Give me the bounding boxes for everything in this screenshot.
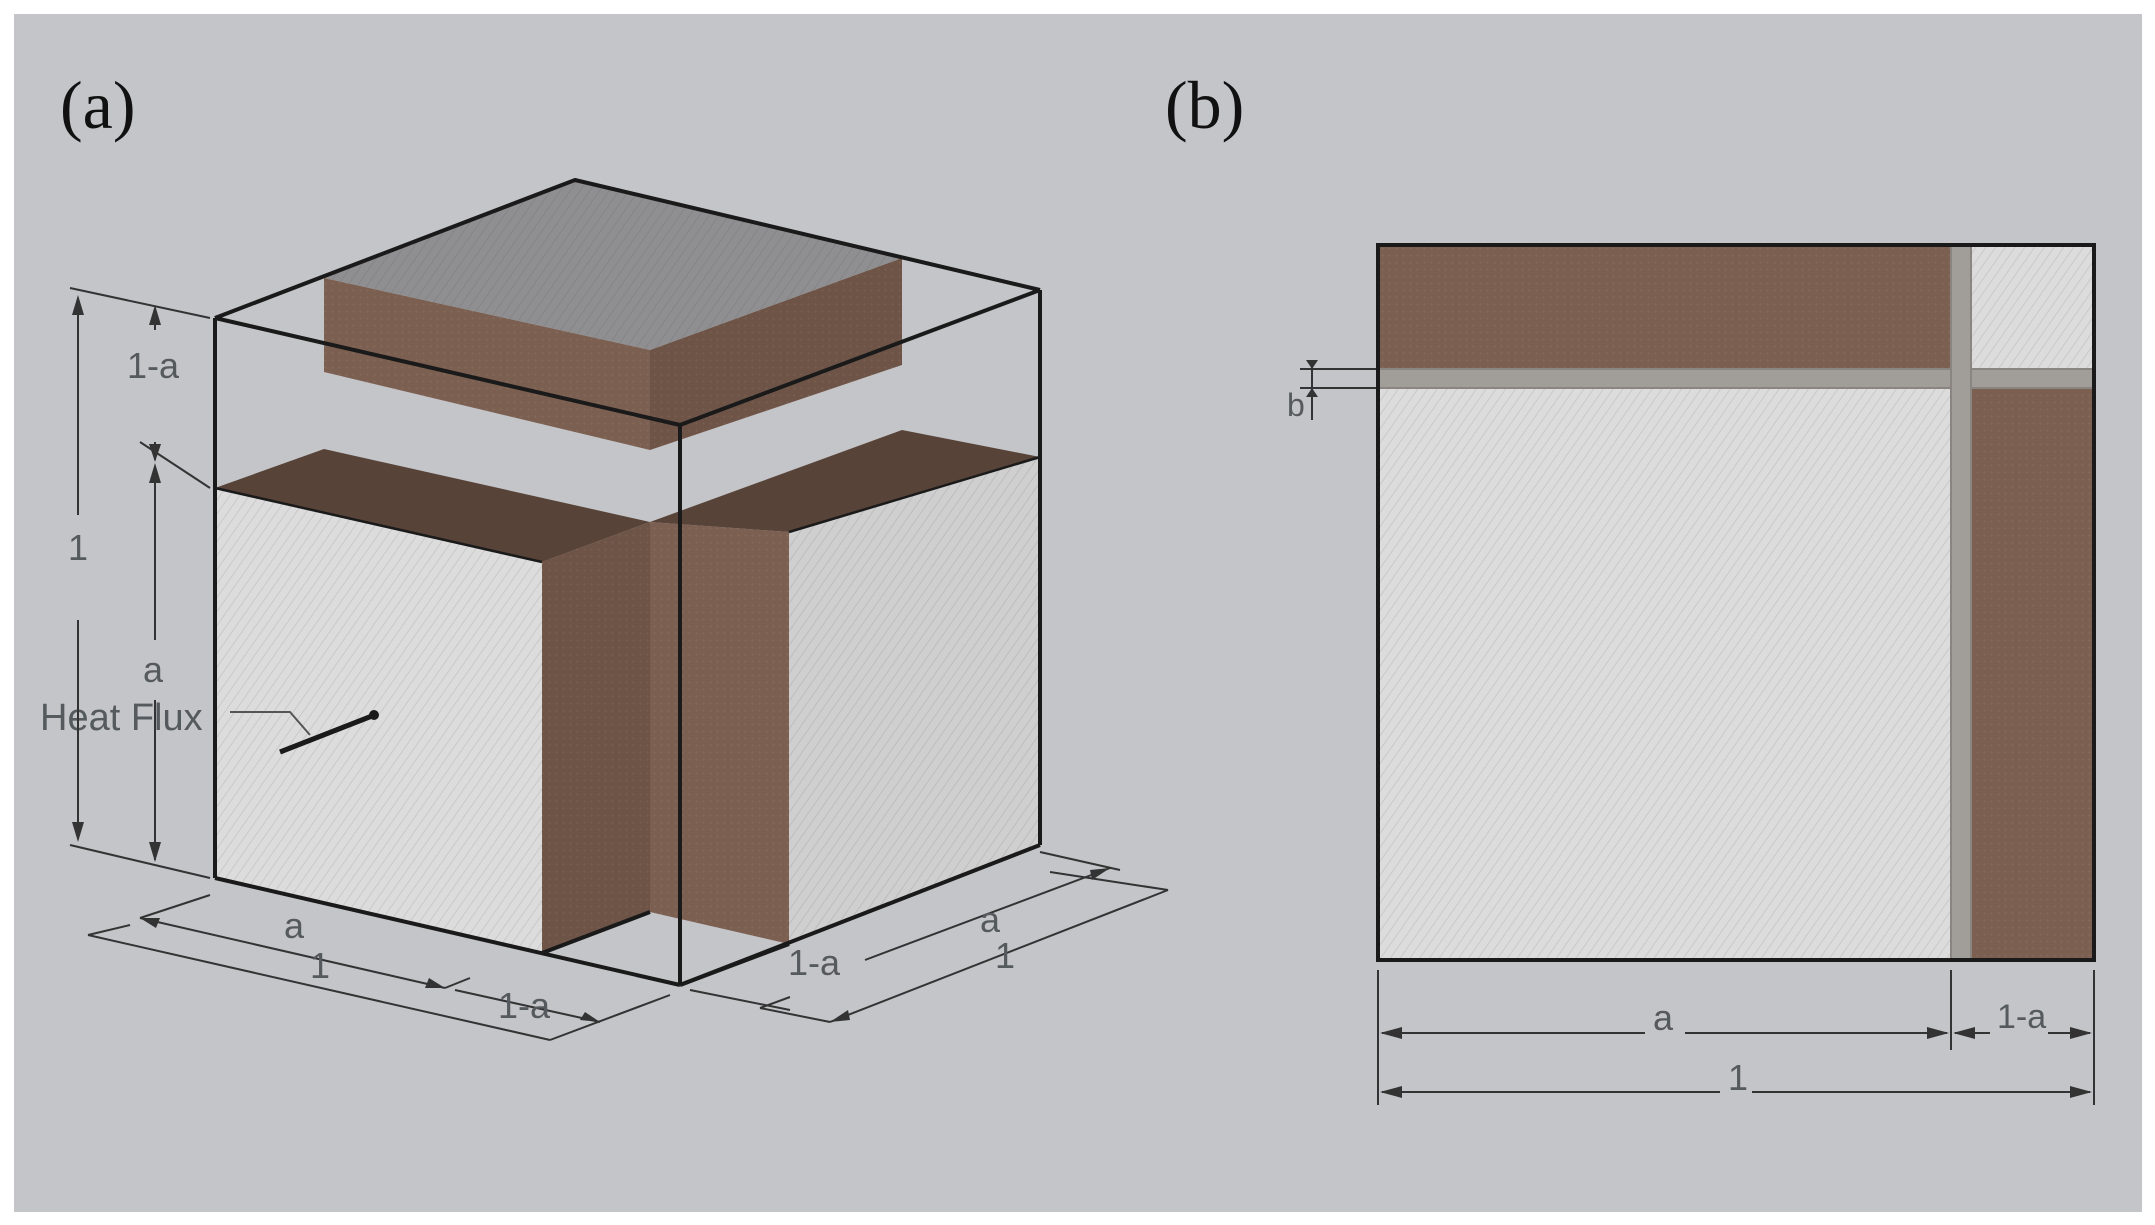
- plan-dim-b-label: b: [1287, 387, 1305, 423]
- cube-frame-top-front-right: [679, 288, 1041, 427]
- cube-lower-right-face: [789, 457, 1040, 944]
- cube-frame-top: [214, 178, 1041, 320]
- cube-dim-1-bottom-right: 1: [995, 935, 1015, 976]
- cube-shelf-left: [215, 449, 650, 562]
- cube-upper-block-left-face: [324, 278, 650, 450]
- plan-main-light-square: [1378, 388, 1951, 960]
- cube-shelf-edge-right: [788, 455, 1041, 534]
- cube-vertical-dimensions: [69, 287, 211, 879]
- cube-frame-bottom-inner: [541, 910, 651, 955]
- cube-upper-block-right-face: [650, 258, 902, 450]
- cube-dim-1-a-bottom-right: 1-a: [788, 942, 841, 983]
- cube-dim-a-bottom-left: a: [284, 905, 305, 946]
- plan-top-right-light-cell: [1971, 245, 2094, 369]
- plan-bottom-dimensions: [1377, 970, 2095, 1105]
- cube-drawing: Heat Flux: [40, 178, 1042, 987]
- cube-frame-bottom-left: [214, 876, 681, 987]
- plan-dim-1-label: 1: [1728, 1057, 1748, 1098]
- cube-brown-wall-front: [542, 522, 650, 953]
- plan-vertical-gap: [1951, 245, 1971, 960]
- cube-frame-inner-corner: [679, 942, 790, 987]
- heat-flux-arrow: [230, 710, 379, 755]
- cube-dim-1-vertical: 1: [68, 527, 88, 568]
- plan-right-brown-strip: [1971, 388, 2094, 960]
- panel-label-a: (a): [60, 67, 135, 143]
- cube-dim-a-vertical: a: [143, 649, 164, 690]
- cube-shelf-edge: [214, 486, 543, 564]
- plan-top-left-brown-strip: [1378, 245, 1951, 369]
- cube-bottom-right-dimensions: [689, 851, 1169, 1023]
- cube-lower-front-face: [215, 488, 542, 953]
- cube-dim-a-bottom-right: a: [980, 899, 1001, 940]
- cube-dim-1-a-vertical: 1-a: [127, 345, 180, 386]
- cube-frame-top-front-left: [214, 316, 681, 427]
- plan-dim-1-a-label: 1-a: [1997, 998, 2046, 1036]
- cube-bottom-left-dimensions: [87, 894, 671, 1041]
- heat-flux-label: Heat Flux: [40, 697, 203, 739]
- cube-dim-1-a-bottom-left: 1-a: [498, 985, 551, 1026]
- plan-outline: [1376, 243, 2096, 962]
- plan-horizontal-gap: [1378, 369, 2094, 388]
- plan-drawing: [1376, 243, 2096, 962]
- plan-dim-b: [1300, 360, 1376, 420]
- cube-shelf-right: [650, 430, 1040, 532]
- panel-label-b: (b): [1165, 67, 1244, 143]
- cube-brown-wall-side: [650, 522, 789, 944]
- cube-dim-1-bottom-left: 1: [310, 945, 330, 986]
- plan-dim-a-label: a: [1653, 997, 1674, 1038]
